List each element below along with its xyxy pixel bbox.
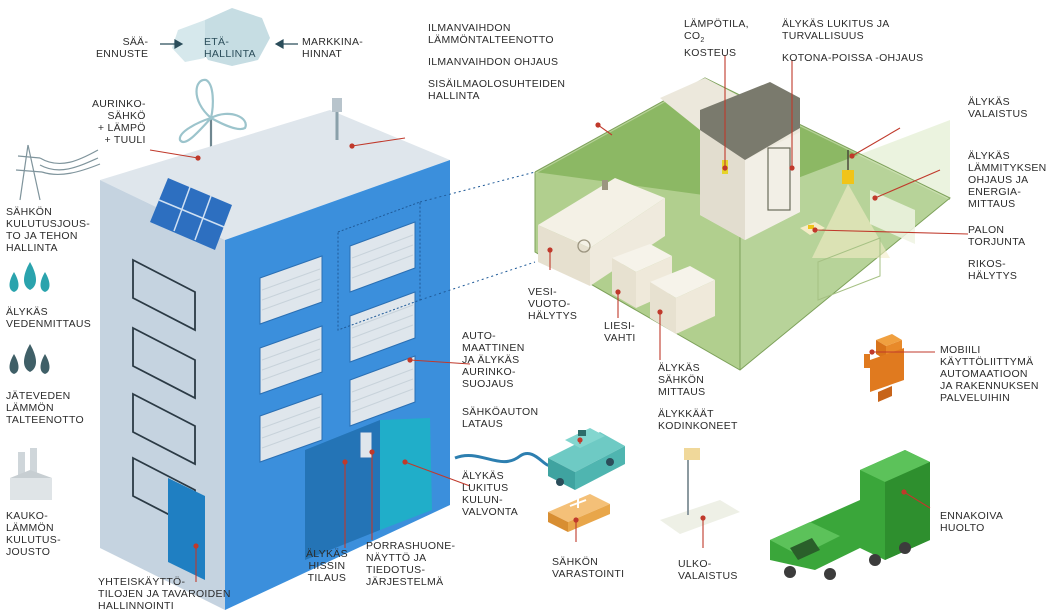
solar-shading-label: AUTO- MAATTINEN JA ÄLYKÄS AURINKO- SUOJA… (462, 330, 525, 390)
smart-heating-label: ÄLYKÄS LÄMMITYKSEN OHJAUS JA ENERGIA- MI… (968, 150, 1047, 210)
outdoor-lamp-icon (660, 448, 740, 534)
stove-guard-label: LIESI- VAHTI (604, 320, 636, 344)
smart-elevator-label: ÄLYKÄS HISSIN TILAUS (306, 548, 348, 584)
callout-dots (193, 122, 907, 549)
smart-lighting-label: ÄLYKÄS VALAISTUS (968, 96, 1028, 120)
wastewater-drops-icon (9, 344, 50, 374)
ventilation-control-label: ILMANVAIHDON OHJAUS (428, 56, 559, 68)
mobile-ui-label: MOBIILI KÄYTTÖLIITTYMÄ AUTOMAATIOON JA R… (940, 344, 1039, 404)
battery-storage-icon (548, 494, 610, 532)
burglar-alarm-label: RIKOS- HÄLYTYS (968, 258, 1018, 282)
energy-storage-label: SÄHKÖN VARASTOINTI (552, 556, 625, 580)
smart-locking-security-label: ÄLYKÄS LUKITUS JA TURVALLISUUS (782, 18, 890, 42)
mobile-robot-icon (864, 334, 904, 402)
electric-car-icon (454, 428, 625, 490)
apartment-room (534, 77, 951, 371)
shared-spaces-label: YHTEISKÄYTTÖ- TILOJEN JA TAVAROIDEN HALL… (98, 576, 231, 612)
ventilation-heat-recovery-label: ILMANVAIHDON LÄMMÖNTALTEENOTTO (428, 22, 554, 46)
apartment-building (100, 98, 450, 610)
market-prices-label: MARKKINA- HINNAT (302, 36, 364, 60)
smart-electricity-metering-label: ÄLYKÄS SÄHKÖN MITTAUS (658, 362, 706, 398)
water-leak-alarm-label: VESI- VUOTO- HÄLYTYS (528, 286, 578, 322)
indoor-climate-label: SISÄILMAOLOSUHTEIDEN HALLINTA (428, 78, 566, 102)
solar-panel-icon (150, 178, 232, 250)
predictive-maintenance-label: ENNAKOIVA HUOLTO (940, 510, 1004, 534)
district-heating-label: KAUKO- LÄMMÖN KULUTUS- JOUSTO (6, 510, 61, 558)
water-drops-icon (9, 262, 50, 292)
cloud-icon (172, 8, 270, 66)
smart-water-metering-label: ÄLYKÄS VEDENMITTAUS (6, 306, 92, 330)
fire-prevention-label: PALON TORJUNTA (968, 224, 1026, 248)
district-heating-plant-icon (10, 448, 52, 500)
weather-forecast-label: SÄÄ- ENNUSTE (96, 36, 149, 60)
remote-control-label: ETÄ- HALLINTA (204, 36, 256, 60)
cloud-arrows (160, 38, 298, 50)
maintenance-truck-icon (770, 450, 930, 580)
callout-lines (149, 55, 969, 582)
solar-wind-label: AURINKO- SÄHKÖ + LÄMPÖ + TUULI (92, 98, 146, 146)
power-lines-icon (15, 144, 101, 201)
power-demand-response-label: SÄHKÖN KULUTUSJOUS- TO JA TEHON HALLINTA (6, 206, 91, 254)
wastewater-heat-recovery-label: JÄTEVEDEN LÄMMÖN TALTEENOTTO (6, 390, 84, 426)
zoom-lines (419, 171, 536, 301)
smart-appliances-label: ÄLYKKÄÄT KODINKONEET (658, 408, 738, 432)
ev-charging-label: SÄHKÖAUTON LATAUS (462, 406, 539, 430)
outdoor-lighting-label: ULKO- VALAISTUS (678, 558, 738, 582)
smart-locking-access-label: ÄLYKÄS LUKITUS KULUN- VALVONTA (462, 470, 519, 518)
home-away-control-label: KOTONA-POISSA -OHJAUS (782, 52, 924, 64)
stairwell-display-label: PORRASHUONE- NÄYTTÖ JA TIEDOTUS- JÄRJEST… (366, 540, 456, 588)
